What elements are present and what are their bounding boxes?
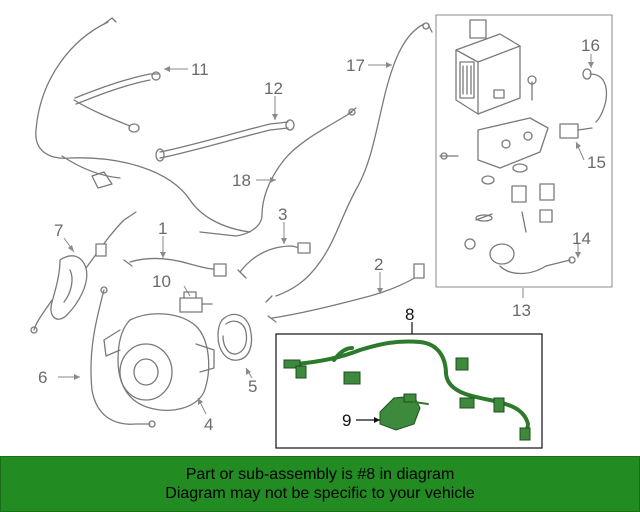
part-7-bracket <box>30 211 137 334</box>
callout-7: 7 <box>54 221 75 253</box>
callout-9: 9 <box>342 411 380 430</box>
callout-18: 18 <box>232 171 276 190</box>
callout-12: 12 <box>264 79 283 120</box>
group-13-box <box>435 14 613 288</box>
callout-11: 11 <box>164 60 209 79</box>
info-banner: Part or sub-assembly is #8 in diagram Di… <box>0 456 640 512</box>
banner-line-2: Diagram may not be specific to your vehi… <box>165 485 475 502</box>
callout-3: 3 <box>278 205 287 244</box>
part-4-pump <box>103 313 215 411</box>
part-2-sensor <box>267 263 425 323</box>
callout-15: 15 <box>575 141 606 172</box>
callout-8-label: 8 <box>405 305 414 324</box>
part-12-tube <box>155 119 295 162</box>
callout-13: 13 <box>512 288 531 320</box>
part-11-harness <box>35 17 251 233</box>
callout-7-label: 7 <box>54 221 63 240</box>
parts-diagram: 11 12 18 17 <box>30 14 613 449</box>
callout-5-label: 5 <box>248 377 257 396</box>
callout-5: 5 <box>245 367 257 396</box>
callout-3-label: 3 <box>278 205 287 224</box>
callout-17-label: 17 <box>346 56 365 75</box>
part-6-tube <box>90 286 156 428</box>
callout-11-label: 11 <box>191 60 209 79</box>
part-9-sensor[interactable] <box>379 393 429 431</box>
callout-15-label: 15 <box>587 153 606 172</box>
part-1-sensor <box>123 257 227 277</box>
callout-2: 2 <box>374 255 383 294</box>
part-8-harness[interactable] <box>283 339 531 441</box>
callout-14-label: 14 <box>572 229 591 248</box>
callout-13-label: 13 <box>512 301 531 320</box>
callout-4-label: 4 <box>204 415 213 434</box>
callout-8: 8 <box>405 305 414 334</box>
callout-14: 14 <box>572 229 591 258</box>
callout-2-label: 2 <box>374 255 383 274</box>
callout-12-label: 12 <box>264 79 283 98</box>
part-18-harness <box>199 107 357 237</box>
callout-1-label: 1 <box>158 219 167 238</box>
callout-9-label: 9 <box>342 411 351 430</box>
highlight-box <box>275 333 543 449</box>
part-5-gasket <box>217 313 253 361</box>
callout-10: 10 <box>152 272 191 297</box>
callout-18-label: 18 <box>232 171 251 190</box>
callout-16: 16 <box>581 36 600 68</box>
part-17-harness <box>265 22 433 303</box>
callout-6-label: 6 <box>38 368 47 387</box>
callout-6: 6 <box>38 368 80 387</box>
part-3-sensor <box>237 242 311 279</box>
callout-1: 1 <box>158 219 167 258</box>
part-10-sensor <box>179 291 213 313</box>
callout-4: 4 <box>197 397 213 434</box>
callout-16-label: 16 <box>581 36 600 55</box>
callout-10-label: 10 <box>152 272 171 291</box>
banner-line-1: Part or sub-assembly is #8 in diagram <box>185 466 455 483</box>
callout-17: 17 <box>346 56 392 75</box>
